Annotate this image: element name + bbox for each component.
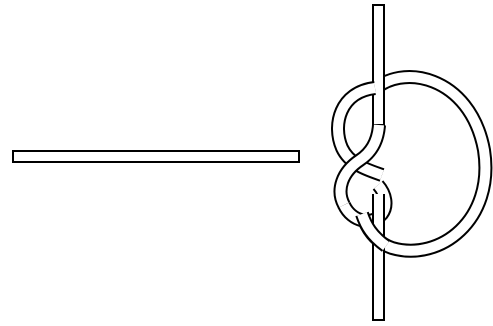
- straight-rope-strand: [13, 151, 299, 162]
- knotted-rope: [338, 5, 485, 320]
- straight-rope: [13, 151, 299, 162]
- vertical-rope-top: [373, 5, 384, 125]
- vertical-rope-bottom: [373, 194, 384, 320]
